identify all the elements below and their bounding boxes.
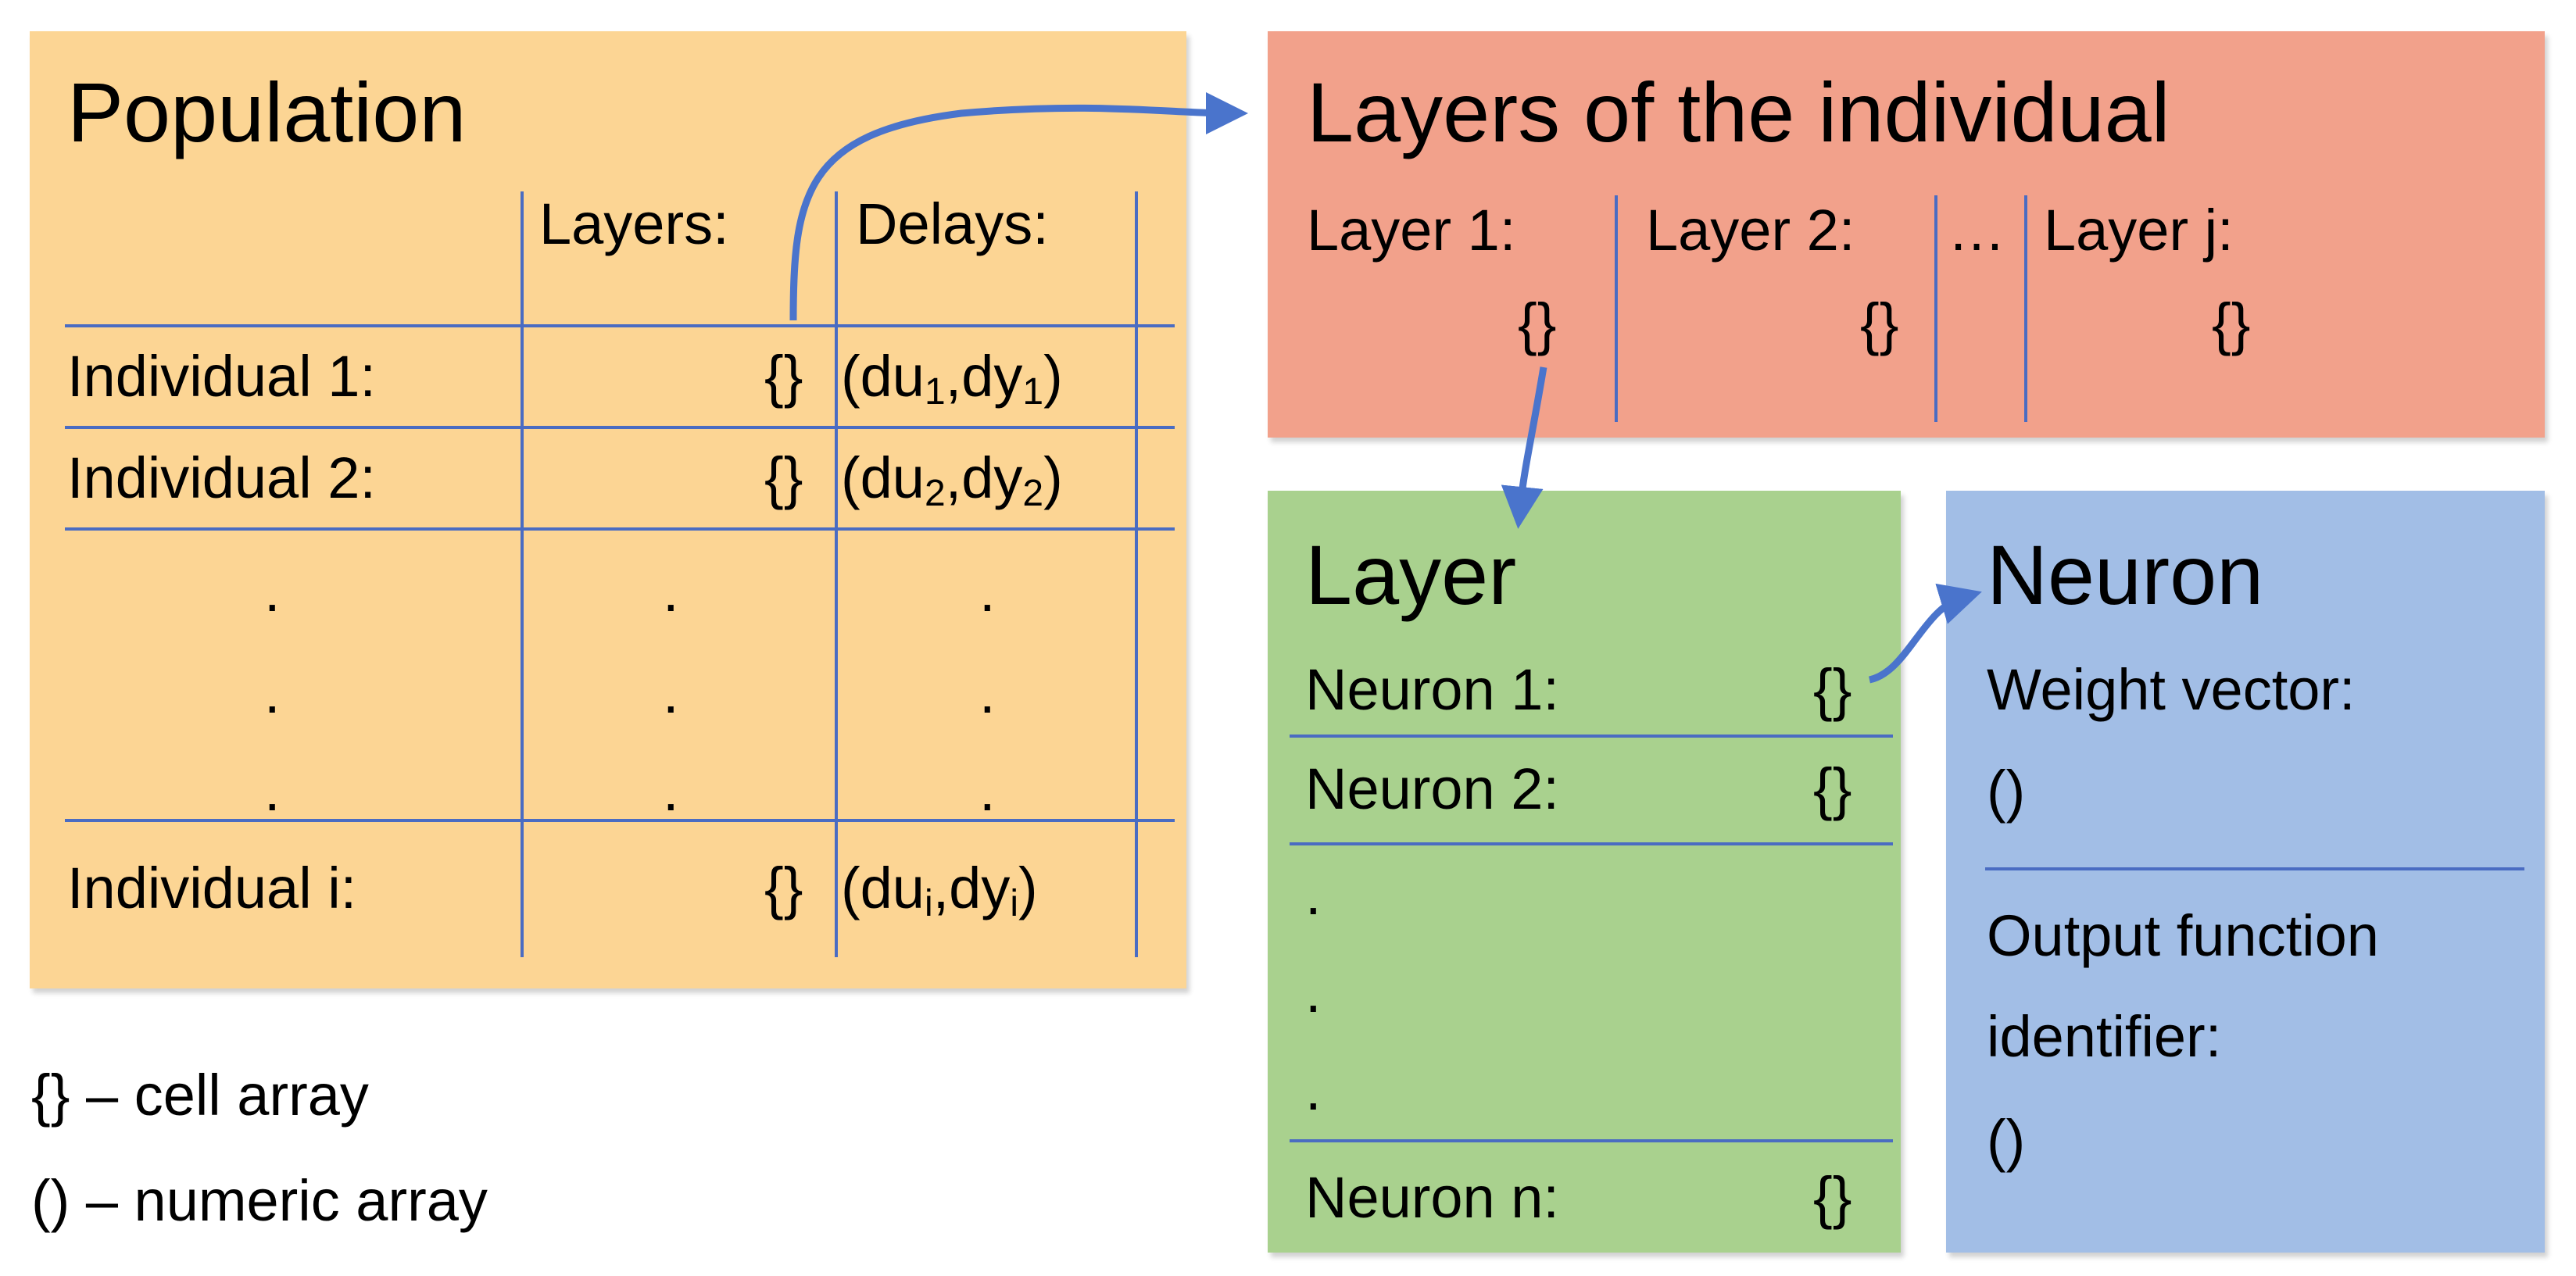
column-divider xyxy=(835,191,838,957)
ellipsis-dot: . xyxy=(1305,862,1322,927)
ellipsis-dot: . xyxy=(663,559,679,624)
column-divider xyxy=(1135,191,1138,957)
row-divider xyxy=(65,819,1175,822)
neuron-1-label: Neuron 1: xyxy=(1305,657,1559,722)
ellipsis-dot: . xyxy=(1305,960,1322,1024)
layer-j-label: Layer j: xyxy=(2044,198,2234,263)
ellipsis-dot: . xyxy=(663,660,679,725)
individual-2-delays: (du2,dy2) xyxy=(841,445,1063,514)
ellipsis-dot: . xyxy=(264,559,281,624)
header-delays: Delays: xyxy=(856,191,1049,256)
individual-1-delays: (du1,dy1) xyxy=(841,344,1063,413)
layer-1-label: Layer 1: xyxy=(1307,198,1516,263)
neuron-2-label: Neuron 2: xyxy=(1305,756,1559,821)
individual-i-delays: (dui,dyi) xyxy=(841,856,1038,924)
individual-2-layers-cell: {} xyxy=(764,445,803,510)
neuron-box: Neuron Weight vector: () Output function… xyxy=(1946,491,2545,1253)
layers-of-individual-box: Layers of the individual Layer 1: Layer … xyxy=(1268,31,2545,438)
layers-of-individual-title: Layers of the individual xyxy=(1307,65,2170,159)
arrow-neuron-to-neuron-box xyxy=(1868,583,1982,684)
output-function-label: Output function xyxy=(1987,903,2379,968)
arrow-layer-to-layer-box xyxy=(1501,366,1547,529)
individual-i-layers-cell: {} xyxy=(764,856,803,920)
column-divider xyxy=(1615,195,1618,422)
individual-2-label: Individual 2: xyxy=(67,445,376,510)
layer-2-label: Layer 2: xyxy=(1646,198,1855,263)
layer-2-cell: {} xyxy=(1860,291,1899,356)
output-function-value: () xyxy=(1987,1108,2026,1173)
ellipsis-dot: . xyxy=(979,660,996,725)
individual-i-label: Individual i: xyxy=(67,856,357,920)
ellipsis-dot: . xyxy=(663,758,679,823)
individual-1-layers-cell: {} xyxy=(764,344,803,409)
population-title: Population xyxy=(67,65,467,159)
weight-vector-value: () xyxy=(1987,759,2026,824)
ellipsis-dot: . xyxy=(264,660,281,725)
ellipsis-dot: . xyxy=(264,758,281,823)
layers-ellipsis: … xyxy=(1948,198,2005,263)
section-divider xyxy=(1985,867,2524,870)
column-divider xyxy=(2024,195,2027,422)
ellipsis-dot: . xyxy=(979,758,996,823)
row-divider xyxy=(65,324,1175,327)
arrow-individual-to-layers xyxy=(789,91,1248,321)
row-divider xyxy=(1290,1139,1893,1142)
individual-1-label: Individual 1: xyxy=(67,344,376,409)
column-divider xyxy=(521,191,524,957)
row-divider xyxy=(65,527,1175,531)
header-layers: Layers: xyxy=(539,191,729,256)
row-divider xyxy=(1290,842,1893,845)
ellipsis-dot: . xyxy=(979,559,996,624)
weight-vector-label: Weight vector: xyxy=(1987,657,2356,722)
legend-cell-array: {} – cell array xyxy=(31,1063,369,1128)
legend-numeric-array: () – numeric array xyxy=(31,1168,488,1233)
neuron-2-cell: {} xyxy=(1813,756,1852,821)
row-divider xyxy=(1290,735,1893,738)
population-box: Population Layers: Delays: Individual 1:… xyxy=(30,31,1186,988)
neuron-n-cell: {} xyxy=(1813,1165,1852,1230)
layer-1-cell: {} xyxy=(1518,291,1557,356)
layer-box: Layer Neuron 1: {} Neuron 2: {} . . . Ne… xyxy=(1268,491,1901,1253)
ellipsis-dot: . xyxy=(1305,1057,1322,1122)
column-divider xyxy=(1934,195,1937,422)
layer-title: Layer xyxy=(1305,527,1517,622)
output-function-label-2: identifier: xyxy=(1987,1004,2222,1069)
row-divider xyxy=(65,426,1175,429)
neuron-1-cell: {} xyxy=(1813,657,1852,722)
layer-j-cell: {} xyxy=(2212,291,2251,356)
neuron-n-label: Neuron n: xyxy=(1305,1165,1559,1230)
neuron-title: Neuron xyxy=(1987,527,2264,622)
